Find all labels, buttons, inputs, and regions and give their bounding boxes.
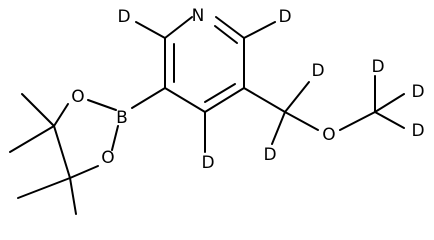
atom-label-d-ring-bottom: D	[201, 153, 214, 173]
bond-c6-d	[243, 21, 276, 39]
bond-c4-c5-inner	[204, 83, 236, 103]
bond-c4-c5	[204, 87, 245, 113]
bond-b-o-bottom	[111, 125, 119, 151]
bond-c-methyl-4	[69, 177, 77, 215]
atom-label-d-methyl-bottom: D	[411, 121, 424, 141]
bond-n-c2	[164, 16, 193, 39]
bond-c3-c4	[164, 87, 206, 113]
bond-c-methyl-1	[21, 93, 55, 127]
bond-c-methyl-2	[9, 125, 55, 153]
structure-svg: N B O O O D D D D D D D D	[9, 6, 425, 215]
atom-label-d-ch2-bottom: D	[263, 145, 276, 165]
bond-ch3-d-bottom	[374, 111, 405, 129]
bond-b-o-top	[87, 99, 117, 111]
atom-labels: N B O O O D D D D D D D D	[71, 6, 424, 173]
atom-label-d-ring-top-right: D	[278, 7, 291, 27]
atom-label-o-ether: O	[322, 125, 335, 145]
atom-label-d-methyl-right: D	[411, 82, 424, 102]
atom-label-d-ch2-top: D	[311, 61, 324, 81]
atom-label-d-ring-top-left: D	[117, 7, 130, 27]
bond-o-ch3	[339, 111, 376, 131]
bond-n-c6	[215, 16, 245, 39]
atom-label-n: N	[192, 6, 205, 26]
bond-ch2-d-bottom	[271, 111, 286, 145]
bond-c2-d	[135, 21, 166, 39]
atom-label-o-ring-bottom: O	[101, 148, 114, 168]
bond-ch2-d-top	[284, 81, 310, 113]
atom-label-d-methyl-top: D	[371, 57, 384, 77]
bond-pinacol-cc	[53, 125, 71, 179]
bond-c5-ch2	[243, 87, 286, 113]
bond-c3-b	[131, 87, 166, 109]
bond-o-bottom-c	[69, 165, 99, 179]
bond-ch2-o	[284, 111, 319, 131]
bond-n-c6-inner	[214, 25, 238, 44]
molecule-structure-diagram: N B O O O D D D D D D D D	[9, 6, 425, 215]
atom-label-o-ring-top: O	[71, 87, 84, 107]
bond-o-top-c	[53, 103, 69, 127]
bonds	[9, 16, 405, 215]
bond-ch3-d-right	[374, 93, 405, 113]
atom-label-b: B	[116, 108, 128, 128]
bond-c-methyl-3	[17, 177, 71, 199]
